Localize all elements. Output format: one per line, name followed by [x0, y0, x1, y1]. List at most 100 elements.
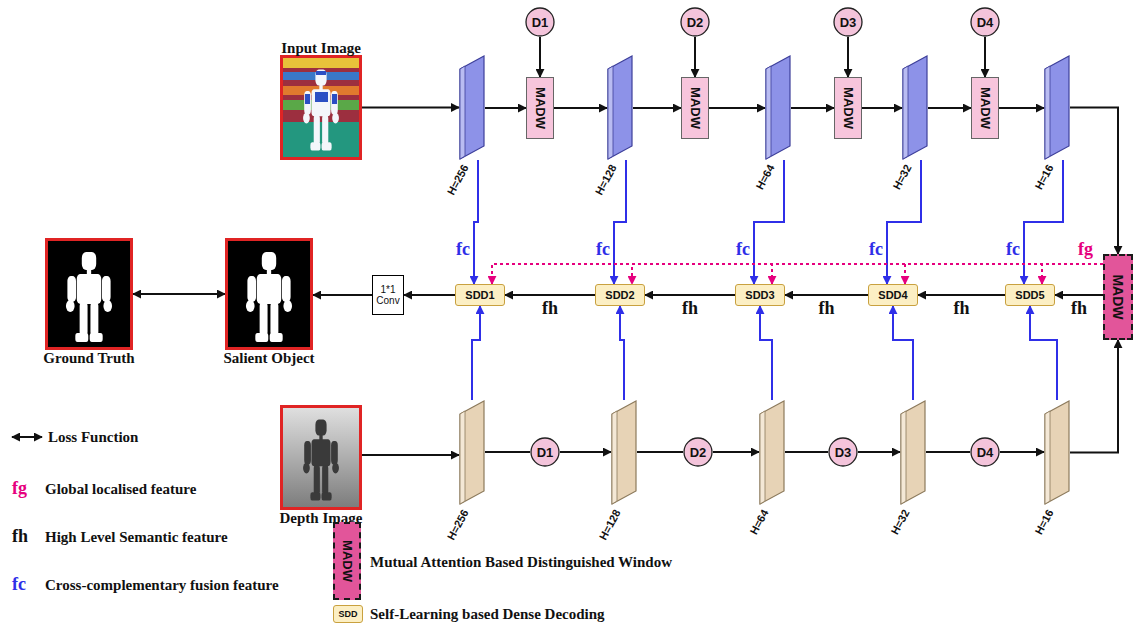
image-box: Ground Truth — [45, 238, 133, 350]
sdd-label: SDD2 — [605, 290, 634, 301]
image-heading: Salient Object — [223, 349, 314, 367]
feature-symbol: fh — [12, 527, 28, 545]
feature-symbol: fc — [456, 240, 470, 258]
size-label: H=128 — [597, 507, 623, 542]
sdd-box: SDD5 — [1005, 284, 1055, 306]
fusion-connector — [1030, 306, 1057, 400]
feature-map-shape — [765, 55, 791, 160]
circle-label: D1 — [532, 16, 549, 29]
connector — [1070, 108, 1118, 255]
connector — [999, 107, 1044, 109]
legend-text: High Level Semantic feature — [45, 528, 228, 546]
feature-map-face — [460, 56, 484, 159]
connector — [1055, 294, 1103, 296]
madw-label: MADW — [534, 87, 547, 129]
legend-text: Loss Function — [48, 428, 138, 446]
madw-global-box: MADW — [1103, 254, 1133, 340]
connector — [1070, 340, 1118, 453]
connector — [1000, 451, 1044, 453]
edge-label: fh — [952, 299, 972, 317]
sdd-label: SDD1 — [465, 290, 494, 301]
sdd-box: SDD4 — [868, 284, 918, 306]
madw-box: MADW — [681, 77, 709, 139]
circle-label: D2 — [690, 446, 707, 459]
feature-map-side — [1045, 411, 1050, 504]
conv-box: 1*1 Conv — [372, 275, 404, 315]
connector — [133, 293, 225, 295]
connector — [633, 107, 681, 109]
feature-map-shape — [900, 400, 926, 505]
feature-map-shape — [902, 55, 928, 160]
size-label: H=64 — [747, 507, 770, 536]
connector — [539, 37, 541, 77]
feature-map-side — [760, 411, 765, 504]
madw-box: MADW — [834, 77, 862, 139]
legend-madw-icon: MADW — [333, 522, 361, 600]
madw-box: MADW — [971, 77, 999, 139]
fusion-connector — [760, 306, 772, 400]
feature-map-shape — [1044, 400, 1070, 505]
dense-block-circle: D2 — [683, 437, 713, 467]
feature-map-face — [1045, 56, 1069, 159]
feature-map-shape — [611, 400, 637, 505]
legend-text: Global localised feature — [45, 480, 196, 498]
global-connector — [492, 264, 1103, 284]
feature-map: H=128 — [607, 55, 633, 160]
feature-map: H=32 — [902, 55, 928, 160]
sdd-label: SDD3 — [745, 290, 774, 301]
feature-map-side — [460, 66, 465, 159]
connector — [694, 37, 696, 77]
legend-icon-label: MADW — [341, 540, 354, 582]
size-label: H=256 — [445, 507, 471, 542]
connector — [362, 107, 459, 109]
feature-map-face — [760, 401, 784, 504]
edge-label: fh — [680, 299, 700, 317]
feature-map: H=64 — [765, 55, 791, 160]
dense-block-circle: D3 — [833, 7, 863, 37]
feature-map-shape — [1044, 55, 1070, 160]
size-label: H=128 — [593, 162, 619, 197]
edge-label: fh — [817, 299, 837, 317]
global-connector — [1042, 264, 1103, 284]
edge-label: fh — [540, 299, 560, 317]
feature-symbol: fc — [869, 240, 883, 258]
feature-map-face — [901, 401, 925, 504]
feature-map-face — [608, 56, 632, 159]
circle-outline — [681, 8, 709, 36]
feature-map-face — [612, 401, 636, 504]
legend-sdd-icon: SDD — [333, 605, 363, 623]
connector — [713, 451, 759, 453]
fusion-connector — [754, 160, 784, 284]
sdd-box: SDD3 — [735, 284, 785, 306]
dense-block-circle: D3 — [828, 437, 858, 467]
sdd-label: SDD5 — [1015, 290, 1044, 301]
circle-label: D4 — [977, 16, 994, 29]
feature-map-shape — [459, 55, 485, 160]
fusion-connector — [893, 306, 913, 400]
dense-block-circle: D1 — [530, 437, 560, 467]
size-label: H=16 — [1032, 507, 1055, 536]
fusion-connector — [472, 306, 480, 400]
feature-map: H=16 — [1044, 400, 1070, 505]
connector — [505, 294, 595, 296]
connector — [785, 294, 868, 296]
dense-block-circle: D4 — [970, 7, 1000, 37]
connector — [785, 451, 828, 453]
feature-map: H=32 — [900, 400, 926, 505]
feature-symbol: fc — [1006, 240, 1020, 258]
size-label: H=32 — [890, 162, 913, 191]
circle-outline — [829, 438, 857, 466]
conv-label: 1*1 Conv — [373, 284, 403, 307]
circle-label: D4 — [977, 446, 994, 459]
connector — [645, 294, 735, 296]
feature-map-shape — [459, 400, 485, 505]
dense-block-circle: D4 — [970, 437, 1000, 467]
legend-text: Cross-complementary fusion feature — [45, 576, 279, 594]
feature-map: H=256 — [459, 400, 485, 505]
feature-map: H=64 — [759, 400, 785, 505]
size-label: H=16 — [1032, 162, 1055, 191]
connector — [926, 451, 970, 453]
circle-outline — [971, 8, 999, 36]
connector — [554, 107, 607, 109]
